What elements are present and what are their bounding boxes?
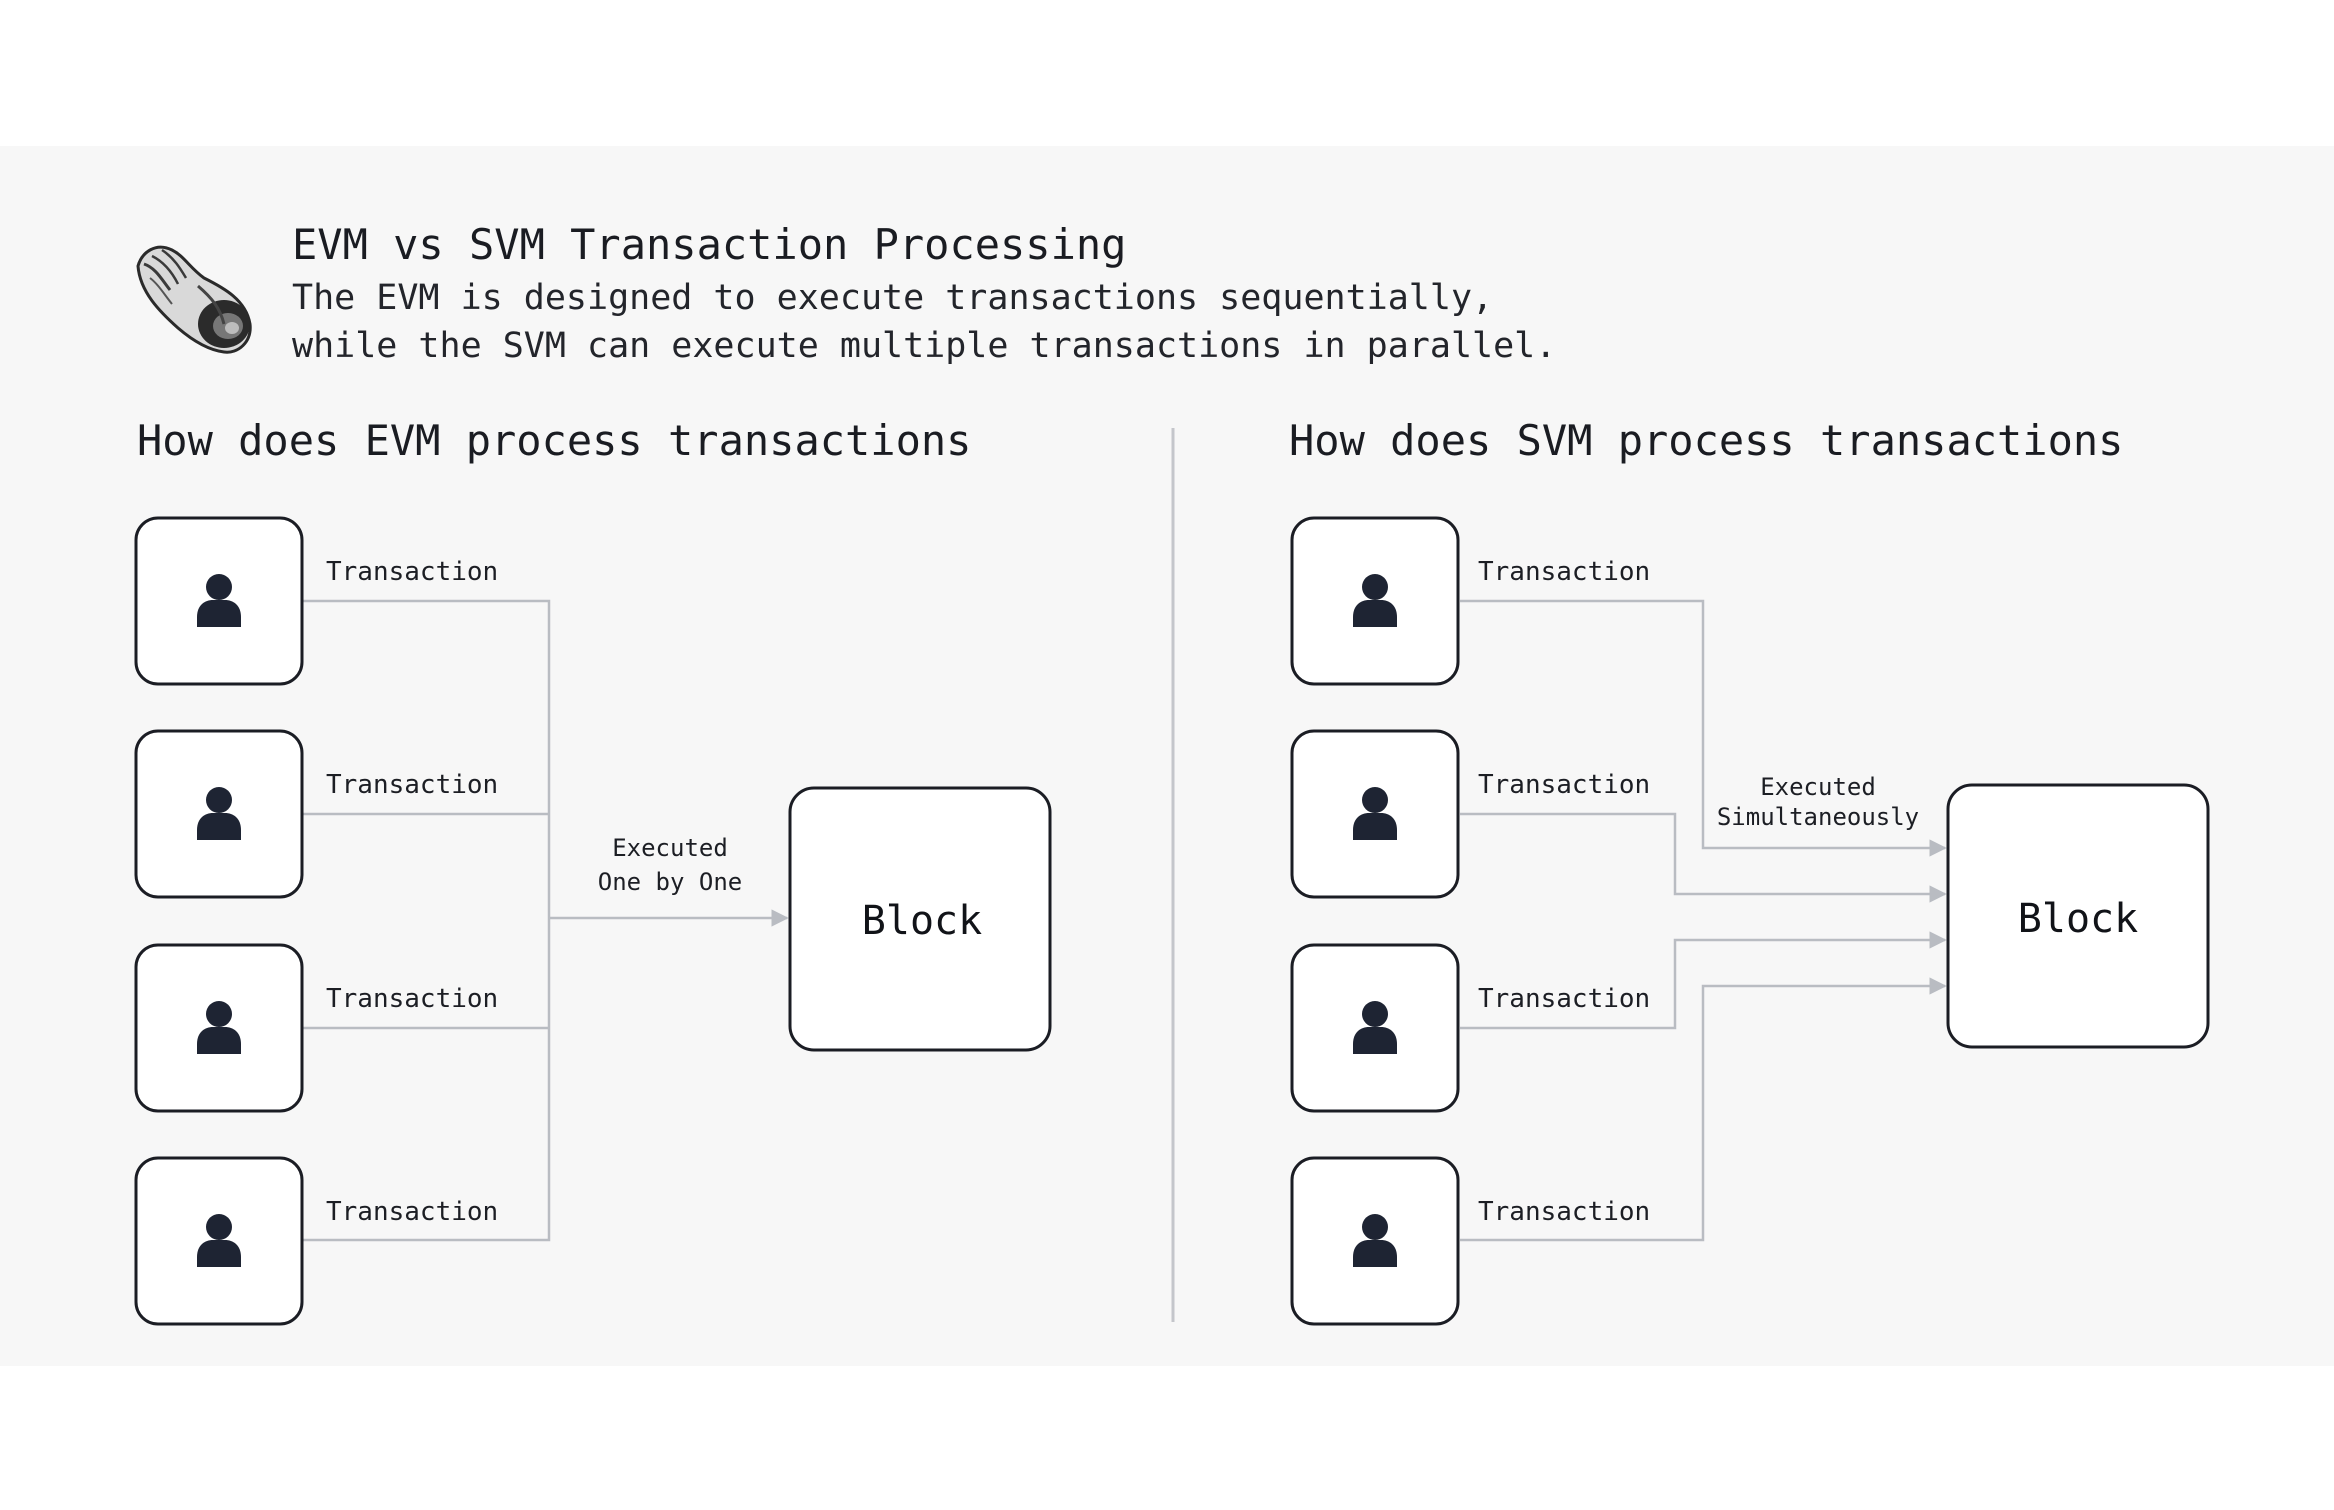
svm-tx-label-1: Transaction <box>1478 557 1650 587</box>
svm-tx-box-4 <box>1290 1156 1460 1326</box>
evm-tx-box-3 <box>134 943 304 1113</box>
page-title: EVM vs SVM Transaction Processing <box>292 220 1127 269</box>
subtitle-line-2: while the SVM can execute multiple trans… <box>292 326 1557 366</box>
evm-exec-label-line1: Executed <box>612 834 728 862</box>
evm-connectors <box>303 599 789 1242</box>
svm-tx-box-1 <box>1290 516 1460 686</box>
svm-section-heading: How does SVM process transactions <box>1289 416 2124 465</box>
svm-exec-label-line2: Simultaneously <box>1717 803 1919 831</box>
svm-connector-1 <box>1460 599 1947 857</box>
evm-tx-label-1: Transaction <box>326 557 498 587</box>
svm-exec-label-line1: Executed <box>1760 773 1876 801</box>
evm-section-heading: How does EVM process transactions <box>137 416 972 465</box>
svm-connectors <box>1460 599 1947 1242</box>
seashell-icon <box>128 228 258 358</box>
evm-tx-label-2: Transaction <box>326 770 498 800</box>
evm-tx-box-2 <box>134 729 304 899</box>
evm-block: Block <box>788 786 1052 1052</box>
subtitle-line-1: The EVM is designed to execute transacti… <box>292 278 1494 318</box>
evm-tx-box-4 <box>134 1156 304 1326</box>
svm-tx-label-2: Transaction <box>1478 770 1650 800</box>
svm-connector-2 <box>1460 812 1947 903</box>
evm-tx-box-1 <box>134 516 304 686</box>
evm-tx-label-4: Transaction <box>326 1197 498 1227</box>
svm-connector-3 <box>1460 931 1947 1030</box>
evm-exec-label-line2: One by One <box>598 868 743 896</box>
svm-connector-4 <box>1460 977 1947 1242</box>
svm-tx-label-4: Transaction <box>1478 1197 1650 1227</box>
svm-tx-box-2 <box>1290 729 1460 899</box>
evm-bus-line <box>303 599 551 1242</box>
svm-block-label: Block <box>2018 896 2138 942</box>
svm-tx-label-3: Transaction <box>1478 984 1650 1014</box>
evm-block-label: Block <box>862 898 982 944</box>
svm-tx-box-3 <box>1290 943 1460 1113</box>
page-subtitle: The EVM is designed to execute transacti… <box>292 274 1556 370</box>
evm-tx-label-3: Transaction <box>326 984 498 1014</box>
diagram-panel <box>0 146 2334 1366</box>
svm-block: Block <box>1946 783 2210 1049</box>
